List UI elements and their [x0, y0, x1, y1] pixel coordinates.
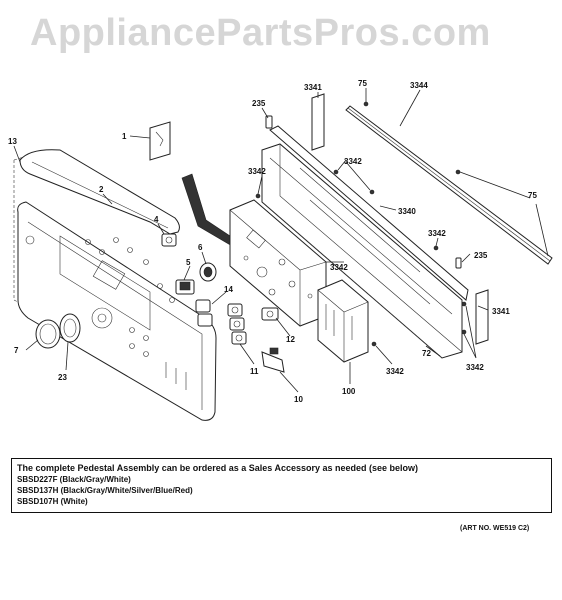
part-72-rail: [269, 125, 469, 301]
model-sbsd137h: SBSD137H (Black/Gray/White/Silver/Blue/R…: [17, 486, 193, 495]
control-panel-front: [17, 201, 217, 421]
part-75-clip-right: [455, 169, 461, 175]
callout-75-right: 75: [528, 191, 537, 200]
callout-3341-top: 3341: [304, 83, 322, 92]
callout-14: 14: [224, 285, 233, 294]
callout-3342-c: 3342: [330, 263, 348, 272]
callout-3344: 3344: [410, 81, 428, 90]
callout-235-top: 235: [252, 99, 266, 108]
callout-3342-e: 3342: [386, 367, 404, 376]
part-235-fastener-top: [265, 115, 273, 129]
model-sbsd107h: SBSD107H (White): [17, 497, 88, 506]
part-14-button-cluster: [195, 299, 213, 327]
callout-4: 4: [154, 215, 159, 224]
ribbon-cable: [181, 173, 237, 247]
callout-23: 23: [58, 373, 67, 382]
callout-11: 11: [250, 367, 259, 376]
callout-3342-f: 3342: [466, 363, 484, 372]
callout-7: 7: [14, 346, 19, 355]
part-5-push-button: [175, 279, 195, 295]
sales-accessory-note: The complete Pedestal Assembly can be or…: [11, 458, 552, 513]
part-6-knob-shaft: [199, 262, 217, 282]
watermark: AppliancePartsPros.com: [30, 12, 491, 54]
callout-2: 2: [99, 185, 104, 194]
part-23-knob-ring: [59, 313, 81, 343]
callout-12: 12: [286, 335, 295, 344]
callout-75-top: 75: [358, 79, 367, 88]
callout-235-right: 235: [474, 251, 488, 260]
part-2-trim-strip: [19, 149, 180, 235]
callout-3342-a: 3342: [344, 157, 362, 166]
art-number: (ART NO. WE519 C2): [460, 525, 530, 532]
note-main-text: The complete Pedestal Assembly can be or…: [17, 463, 419, 473]
callout-13: 13: [8, 137, 17, 146]
exploded-parts-diagram: 1 2 13 4 6 5 14 7 23 11 12 10 235 3341 7…: [8, 79, 553, 421]
part-3341-block-top: [311, 93, 325, 151]
part-3341-block-right: [475, 289, 489, 345]
callout-10: 10: [294, 395, 303, 404]
part-1-manual: [149, 121, 171, 161]
callout-3342-d: 3342: [428, 229, 446, 238]
model-sbsd227f: SBSD227F (Black/Gray/White): [17, 475, 131, 484]
callout-3342-b: 3342: [248, 167, 266, 176]
callout-6: 6: [198, 243, 203, 252]
part-75-clip-top: [363, 101, 369, 107]
part-100-control-board: [317, 279, 369, 363]
callout-5: 5: [186, 258, 191, 267]
part-12-switch: [261, 307, 279, 321]
callout-72: 72: [422, 349, 431, 358]
callout-3341-right: 3341: [492, 307, 510, 316]
part-4-button-switch: [161, 233, 177, 247]
callout-1: 1: [122, 132, 127, 141]
part-11-button-cluster: [227, 303, 247, 345]
callout-100: 100: [342, 387, 356, 396]
part-10-switch: [261, 347, 285, 373]
part-235-fastener-right: [455, 257, 462, 269]
callout-3340: 3340: [398, 207, 416, 216]
